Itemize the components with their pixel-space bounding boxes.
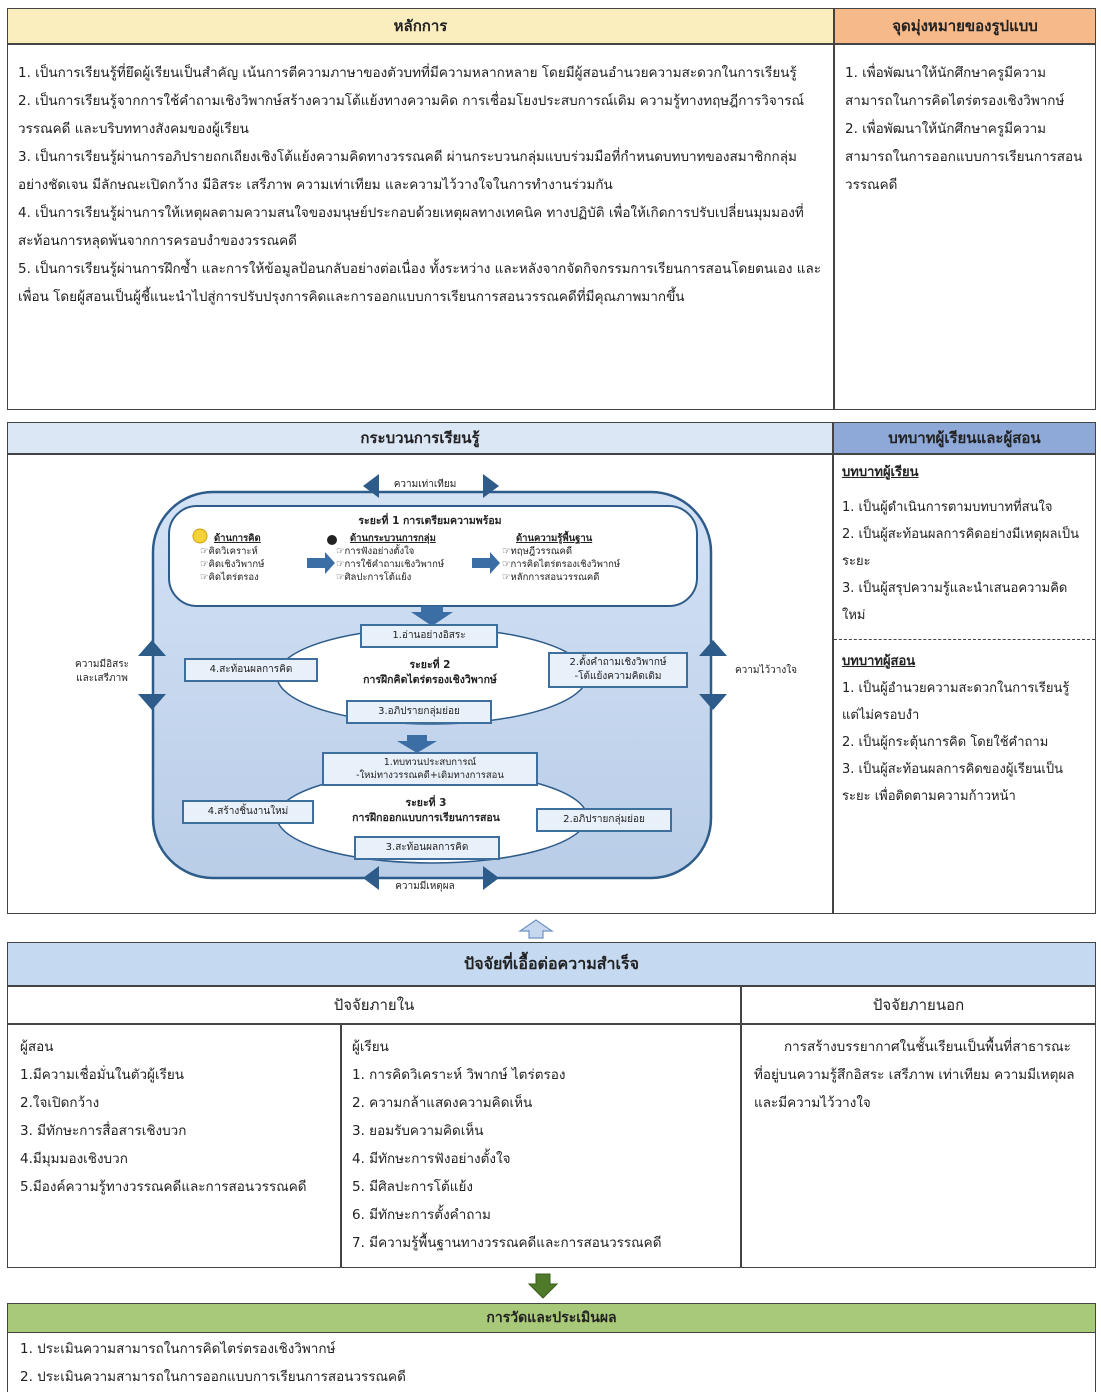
- learner-factor-item: 1. การคิดวิเคราะห์ วิพากษ์ ไตร่ตรอง: [352, 1067, 566, 1083]
- teacher-factor-item: 3. มีทักษะการสื่อสารเชิงบวก: [20, 1123, 187, 1139]
- down-arrow: [528, 1273, 558, 1299]
- thinking-item: ☞คิดไตร่ตรอง: [200, 572, 259, 583]
- trust-label: ความไว้วางใจ: [734, 665, 797, 676]
- role-divider: [834, 639, 1095, 640]
- knowledge-item: ☞ทฤษฎีวรรณคดี: [502, 546, 573, 557]
- external-factor-text: การสร้างบรรยากาศในชั้นเรียนเป็นพื้นที่สา…: [754, 1039, 1075, 1111]
- principles-header: หลักการ: [7, 8, 834, 44]
- stage3-step-reflect: 3.สะท้อนผลการคิด: [354, 836, 500, 860]
- freedom-label: ความมีอิสระ และเสรีภาพ: [75, 659, 129, 684]
- external-factors-title: ปัจจัยภายนอก: [872, 996, 965, 1014]
- stage1-knowledge: ด้านความรู้พื้นฐาน ☞ทฤษฎีวรรณคดี ☞การคิด…: [502, 532, 662, 584]
- learner-factors: ผู้เรียน 1. การคิดวิเคราะห์ วิพากษ์ ไตร่…: [341, 1024, 741, 1268]
- internal-factors-header: ปัจจัยภายใน: [7, 986, 741, 1024]
- roles-body: บทบาทผู้เรียน 1. เป็นผู้ดำเนินการตามบทบา…: [833, 454, 1096, 914]
- teacher-role-item: 1. เป็นผู้อำนวยความสะดวกในการเรียนรู้ แต…: [842, 681, 1070, 723]
- head-icon: [327, 535, 337, 545]
- group-item: ☞การฟังอย่างตั้งใจ: [336, 546, 415, 557]
- right-arrow: [699, 640, 727, 656]
- stage3-step-create: 4.สร้างชิ้นงานใหม่: [182, 800, 314, 824]
- knowledge-item: ☞หลักการสอนวรรณคดี: [502, 572, 600, 583]
- evaluation-title: การวัดและประเมินผล: [486, 1310, 617, 1326]
- group-item: ☞การใช้คำถามเชิงวิพากษ์: [336, 559, 445, 570]
- learner-factors-heading: ผู้เรียน: [352, 1039, 389, 1055]
- principles-body: 1. เป็นการเรียนรู้ที่ยึดผู้เรียนเป็นสำคั…: [7, 44, 834, 410]
- learner-factor-item: 3. ยอมรับความคิดเห็น: [352, 1123, 484, 1139]
- stage1-group: ด้านกระบวนการกลุ่ม ☞การฟังอย่างตั้งใจ ☞ก…: [336, 532, 476, 584]
- principle-item: 5. เป็นการเรียนรู้ผ่านการฝึกซ้ำ และการให…: [18, 261, 822, 305]
- external-factors-body: การสร้างบรรยากาศในชั้นเรียนเป็นพื้นที่สา…: [741, 1024, 1096, 1268]
- roles-header: บทบาทผู้เรียนและผู้สอน: [833, 422, 1096, 454]
- objective-item: 2. เพื่อพัฒนาให้นักศึกษาครูมีความสามารถใ…: [845, 121, 1083, 193]
- process-title: กระบวนการเรียนรู้: [360, 429, 480, 447]
- objectives-header: จุดมุ่งหมายของรูปแบบ: [834, 8, 1096, 44]
- stage2-step-read: 1.อ่านอย่างอิสระ: [360, 624, 498, 648]
- lightbulb-icon: [192, 528, 208, 544]
- evaluation-item: 2. ประเมินความสามารถในการออกแบบการเรียนก…: [20, 1369, 406, 1385]
- stage2-title: ระยะที่ 2 การฝึกคิดไตร่ตรองเชิงวิพากษ์: [363, 659, 497, 686]
- learner-factor-item: 7. มีความรู้พื้นฐานทางวรรณคดีและการสอนวร…: [352, 1235, 662, 1251]
- teacher-role-item: 3. เป็นผู้สะท้อนผลการคิดของผู้เรียนเป็นร…: [842, 762, 1063, 804]
- teacher-factor-item: 2.ใจเปิดกว้าง: [20, 1095, 100, 1111]
- stage3-step-discuss: 2.อภิปรายกลุ่มย่อย: [536, 808, 672, 832]
- knowledge-heading: ด้านความรู้พื้นฐาน: [516, 533, 593, 544]
- down-arrow-2: [397, 735, 437, 753]
- group-item: ☞ศิลปะการโต้แย้ง: [336, 572, 412, 583]
- teacher-role-heading: บทบาทผู้สอน: [842, 654, 916, 669]
- up-arrow: [518, 919, 554, 939]
- stage3-step-review: 1.ทบทวนประสบการณ์ -ใหม่ทางวรรณคดี+เดิมทา…: [322, 752, 538, 786]
- learner-factor-item: 5. มีศิลปะการโต้แย้ง: [352, 1179, 473, 1195]
- process-diagram: [138, 474, 727, 890]
- evaluation-item: 1. ประเมินความสามารถในการคิดไตร่ตรองเชิง…: [20, 1341, 336, 1357]
- process-header: กระบวนการเรียนรู้: [7, 422, 833, 454]
- stage1-title: ระยะที่ 1 การเตรียมความพร้อม: [358, 515, 502, 527]
- down-arrow-1: [411, 606, 453, 626]
- learner-factor-item: 2. ความกล้าแสดงความคิดเห็น: [352, 1095, 533, 1111]
- learner-factor-item: 6. มีทักษะการตั้งคำถาม: [352, 1207, 491, 1223]
- principle-item: 3. เป็นการเรียนรู้ผ่านการอภิปรายถกเถียงเ…: [18, 149, 797, 193]
- factors-title: ปัจจัยที่เอื้อต่อความสำเร็จ: [464, 954, 639, 973]
- learner-factor-item: 4. มีทักษะการฟังอย่างตั้งใจ: [352, 1151, 511, 1167]
- equality-label: ความเท่าเทียม: [393, 479, 457, 490]
- principle-item: 4. เป็นการเรียนรู้ผ่านการให้เหตุผลตามควา…: [18, 205, 804, 249]
- teacher-factors-heading: ผู้สอน: [20, 1039, 54, 1055]
- objectives-title: จุดมุ่งหมายของรูปแบบ: [892, 17, 1038, 35]
- learner-role-item: 1. เป็นผู้ดำเนินการตามบทบาทที่สนใจ: [842, 500, 1053, 515]
- factors-header: ปัจจัยที่เอื้อต่อความสำเร็จ: [7, 942, 1096, 986]
- top-arrow: [363, 474, 379, 498]
- thinking-item: ☞คิดวิเคราะห์: [200, 546, 258, 557]
- thinking-heading: ด้านการคิด: [214, 533, 261, 544]
- principles-title: หลักการ: [393, 17, 448, 35]
- evaluation-header: การวัดและประเมินผล: [7, 1303, 1096, 1333]
- stage1-thinking: ด้านการคิด ☞คิดวิเคราะห์ ☞คิดเชิงวิพากษ์…: [200, 532, 310, 584]
- stage2-step-question: 2.ตั้งคำถามเชิงวิพากษ์ -โต้แย้งความคิดเด…: [548, 652, 688, 688]
- principle-item: 1. เป็นการเรียนรู้ที่ยึดผู้เรียนเป็นสำคั…: [18, 65, 797, 81]
- objectives-body: 1. เพื่อพัฒนาให้นักศึกษาครูมีความสามารถใ…: [834, 44, 1096, 410]
- evaluation-body: 1. ประเมินความสามารถในการคิดไตร่ตรองเชิง…: [7, 1333, 1096, 1392]
- stage2-step-reflect: 4.สะท้อนผลการคิด: [184, 658, 318, 682]
- group-heading: ด้านกระบวนการกลุ่ม: [350, 533, 436, 544]
- process-body: [7, 454, 833, 914]
- internal-factors-title: ปัจจัยภายใน: [333, 996, 415, 1014]
- external-factors-header: ปัจจัยภายนอก: [741, 986, 1096, 1024]
- rationality-label: ความมีเหตุผล: [395, 881, 455, 892]
- learner-role-item: 3. เป็นผู้สรุปความรู้และนำเสนอความคิดใหม…: [842, 581, 1068, 623]
- stage3-title: ระยะที่ 3 การฝึกออกแบบการเรียนการสอน: [352, 797, 500, 824]
- learner-role-item: 2. เป็นผู้สะท้อนผลการคิดอย่างมีเหตุผลเป็…: [842, 527, 1080, 569]
- knowledge-item: ☞การคิดไตร่ตรองเชิงวิพากษ์: [502, 559, 621, 570]
- objective-item: 1. เพื่อพัฒนาให้นักศึกษาครูมีความสามารถใ…: [845, 65, 1065, 109]
- teacher-factor-item: 5.มีองค์ความรู้ทางวรรณคดีและการสอนวรรณคด…: [20, 1179, 307, 1195]
- stage2-step-discuss: 3.อภิปรายกลุ่มย่อย: [346, 700, 492, 724]
- teacher-factor-item: 4.มีมุมมองเชิงบวก: [20, 1151, 128, 1167]
- learner-role-heading: บทบาทผู้เรียน: [842, 465, 919, 480]
- teacher-role-item: 2. เป็นผู้กระตุ้นการคิด โดยใช้คำถาม: [842, 735, 1049, 750]
- teacher-factor-item: 1.มีความเชื่อมั่นในตัวผู้เรียน: [20, 1067, 184, 1083]
- left-arrow: [138, 640, 166, 656]
- thinking-item: ☞คิดเชิงวิพากษ์: [200, 559, 265, 570]
- principle-item: 2. เป็นการเรียนรู้จากการใช้คำถามเชิงวิพา…: [18, 93, 805, 137]
- roles-title: บทบาทผู้เรียนและผู้สอน: [888, 429, 1041, 447]
- teacher-factors: ผู้สอน 1.มีความเชื่อมั่นในตัวผู้เรียน 2.…: [7, 1024, 341, 1268]
- bottom-arrow: [363, 866, 379, 890]
